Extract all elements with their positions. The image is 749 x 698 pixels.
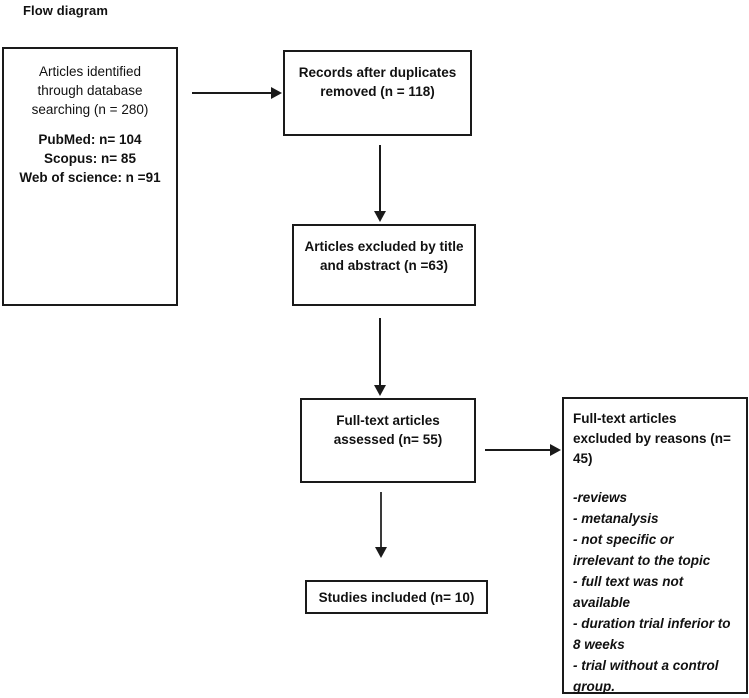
box-fulltext-articles-assessed: Full-text articles assessed (n= 55)	[300, 398, 476, 483]
arrow-fulltext-to-reasons-icon	[485, 444, 563, 456]
excluded-reasons-heading: Full-text articles excluded by reasons (…	[573, 411, 731, 466]
fulltext-assessed-line: Full-text articles	[336, 413, 440, 428]
identified-line: searching (n = 280)	[31, 102, 149, 117]
duplicates-line: removed (n = 118)	[320, 84, 435, 99]
box-articles-identified: Articles identified through database sea…	[2, 47, 178, 306]
arrow-head	[374, 385, 386, 396]
arrow-identified-to-duplicates-icon	[192, 87, 284, 99]
arrow-head	[550, 444, 561, 456]
excluded-reasons-list: -reviews - metanalysis - not specific or…	[573, 487, 737, 697]
reason-item: - full text was not available	[573, 574, 684, 610]
duplicates-line: Records after duplicates	[298, 65, 457, 80]
reason-item: -reviews	[573, 490, 628, 505]
reason-item: - not specific or irrelevant to the topi…	[573, 532, 711, 568]
excluded-title-line: and abstract (n =63)	[320, 258, 448, 273]
arrow-shaft	[379, 318, 381, 387]
reason-item: - duration trial inferior to 8 weeks	[573, 616, 731, 652]
excluded-title-line: Articles excluded by title	[304, 239, 464, 254]
box-records-after-duplicates: Records after duplicates removed (n = 11…	[283, 50, 472, 136]
reason-item: - trial without a control group.	[573, 658, 719, 694]
box-records-after-duplicates-content: Records after duplicates removed (n = 11…	[285, 52, 470, 101]
figure-title: Flow diagram	[23, 3, 108, 18]
box-articles-excluded-title-abstract-content: Articles excluded by title and abstract …	[294, 226, 474, 275]
source-count-scopus: Scopus: n= 85	[44, 151, 136, 166]
arrow-head	[271, 87, 282, 99]
arrow-head	[375, 547, 387, 558]
box-articles-excluded-title-abstract: Articles excluded by title and abstract …	[292, 224, 476, 306]
box-fulltext-excluded-by-reasons: Full-text articles excluded by reasons (…	[562, 397, 748, 694]
arrow-shaft	[379, 145, 381, 213]
spacer	[4, 119, 176, 130]
arrow-head	[374, 211, 386, 222]
arrow-excluded-to-fulltext-icon	[374, 318, 391, 397]
source-count-web-of-science: Web of science: n =91	[19, 170, 161, 185]
box-studies-included: Studies included (n= 10)	[305, 580, 488, 614]
box-articles-identified-content: Articles identified through database sea…	[4, 49, 176, 187]
fulltext-assessed-line: assessed (n= 55)	[333, 432, 443, 447]
arrow-shaft	[485, 449, 553, 451]
arrow-shaft	[192, 92, 274, 94]
box-fulltext-articles-assessed-content: Full-text articles assessed (n= 55)	[302, 400, 474, 449]
reason-item: - metanalysis	[573, 511, 659, 526]
source-count-pubmed: PubMed: n= 104	[38, 132, 142, 147]
identified-line: through database	[37, 83, 143, 98]
arrow-shaft	[380, 492, 382, 549]
arrow-duplicates-to-excluded-icon	[374, 145, 391, 223]
identified-line: Articles identified	[38, 64, 142, 79]
studies-included-label: Studies included (n= 10)	[318, 589, 475, 605]
box-studies-included-content: Studies included (n= 10)	[307, 582, 486, 612]
arrow-fulltext-to-included-icon	[375, 492, 392, 559]
box-fulltext-excluded-by-reasons-content: Full-text articles excluded by reasons (…	[564, 399, 746, 697]
